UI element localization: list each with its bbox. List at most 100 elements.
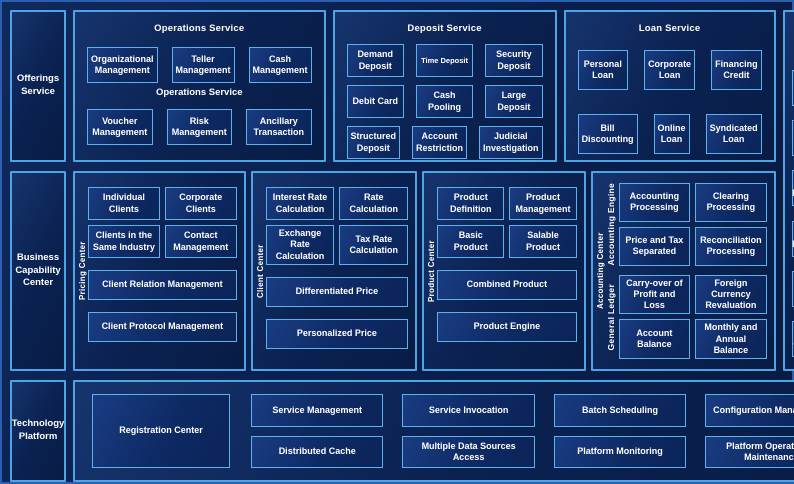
- product-center-panel: Product Center Product Definition Produc…: [422, 171, 586, 372]
- box-organizational-management: Organizational Management: [87, 47, 158, 83]
- box-voucher-management: Voucher Management: [87, 109, 153, 145]
- box-distributed-cache: Distributed Cache: [251, 435, 384, 469]
- box-batch-scheduling: Batch Scheduling: [553, 394, 687, 427]
- box-product-management: Product Management: [509, 187, 577, 220]
- box-exchange-rate-calculation: Exchange Rate Calculation: [265, 225, 335, 265]
- deposit-service-panel: Deposit Service Demand Deposit Time Depo…: [332, 10, 557, 162]
- accounting-engine-label: Accounting Engine: [605, 183, 616, 266]
- operations-service-title: Operations Service: [154, 23, 245, 34]
- client-center-panel: Client Center Interest Rate Calculation …: [250, 171, 418, 372]
- box-platform-operation-maintenance: Platform Operation & Maintenance: [705, 435, 794, 469]
- box-online-loan: Online Loan: [653, 114, 690, 154]
- box-basic-product: Basic Product: [437, 225, 505, 258]
- box-judicial-investigation: Judicial Investigation: [479, 126, 543, 159]
- pricing-center-content: Individual Clients Corporate Clients Cli…: [87, 178, 238, 364]
- box-foreign-currency-revaluation: Foreign Currency Revaluation: [695, 274, 767, 315]
- business-capability-row: Pricing Center Individual Clients Corpor…: [73, 171, 776, 372]
- box-security-deposit: Security Deposit: [485, 44, 543, 77]
- accounting-center-label: Accounting Center: [595, 232, 605, 310]
- loan-row-2: Bill Discounting Online Loan Syndicated …: [577, 114, 762, 154]
- box-client-relation-management: Client Relation Management: [88, 270, 237, 300]
- box-corporate-loan: Corporate Loan: [644, 50, 696, 90]
- box-rate-calculation: Rate Calculation: [339, 187, 409, 220]
- box-corporate-clients: Corporate Clients: [164, 187, 237, 220]
- box-carry-over-profit-loss: Carry-over of Profit and Loss: [618, 274, 691, 315]
- box-account-balance: Account Balance: [618, 319, 691, 360]
- business-capability-center-label: Business Capability Center: [15, 251, 61, 289]
- client-row-1: Interest Rate Calculation Rate Calculati…: [265, 187, 409, 220]
- box-product-definition: Product Definition: [437, 187, 505, 220]
- box-process-management: Process Management: [791, 220, 794, 257]
- box-product-engine: Product Engine: [437, 312, 577, 342]
- box-cash-management: Cash Management: [248, 47, 312, 83]
- client-row-2: Exchange Rate Calculation Tax Rate Calcu…: [265, 225, 409, 265]
- box-syndicated-loan: Syndicated Loan: [705, 114, 762, 154]
- box-demand-deposit: Demand Deposit: [346, 44, 404, 77]
- accounting-engine-group: Accounting Engine Accounting Processing …: [606, 183, 767, 266]
- box-account-restriction: Account Restriction: [412, 126, 468, 159]
- general-ledger-label: General Ledger: [605, 283, 616, 351]
- box-structured-deposit: Structured Deposit: [346, 126, 401, 159]
- client-center-content: Interest Rate Calculation Rate Calculati…: [265, 178, 410, 364]
- offerings-service-label: Offerings Service: [16, 73, 60, 97]
- box-configuration-management: Configuration Management: [705, 394, 794, 427]
- operations-service-sub-label: Operations Service: [155, 87, 243, 98]
- operations-row-2: Voucher Management Risk Management Ancil…: [87, 109, 312, 145]
- pricing-row-2: Clients in the Same Industry Contact Man…: [88, 225, 237, 258]
- box-personal-loan: Personal Loan: [577, 50, 629, 90]
- loan-row-1: Personal Loan Corporate Loan Financing C…: [577, 50, 762, 90]
- product-center-label: Product Center: [427, 240, 437, 303]
- accounting-engine-grid: Accounting Processing Clearing Processin…: [618, 183, 767, 266]
- pricing-row-1: Individual Clients Corporate Clients: [88, 187, 237, 220]
- box-multiple-data-sources-access: Multiple Data Sources Access: [402, 435, 535, 469]
- box-reconciliation-processing: Reconciliation Processing: [695, 226, 767, 266]
- box-parameter-release: Parameter Release: [791, 270, 794, 307]
- box-financing-credit: Financing Credit: [711, 50, 762, 90]
- box-bill-discounting: Bill Discounting: [577, 114, 638, 154]
- parameter-platform-panel: Parameter Platform Parameter Definition …: [782, 10, 794, 372]
- box-risk-management: Risk Management: [166, 109, 233, 145]
- box-tax-rate-calculation: Tax Rate Calculation: [339, 225, 409, 265]
- box-individual-clients: Individual Clients: [88, 187, 160, 220]
- product-center-content: Product Definition Product Management Ba…: [436, 178, 577, 364]
- deposit-service-title: Deposit Service: [407, 23, 482, 34]
- box-client-protocol-management: Client Protocol Management: [88, 312, 237, 342]
- box-time-deposit: Time Deposit: [415, 44, 474, 77]
- offerings-service-rail: Offerings Service: [10, 10, 66, 162]
- product-row-1: Product Definition Product Management: [437, 187, 577, 220]
- technology-platform-grid: Service Management Service Invocation Ba…: [251, 394, 794, 469]
- box-large-deposit: Large Deposit: [485, 85, 543, 118]
- general-ledger-group: General Ledger Carry-over of Profit and …: [605, 274, 767, 360]
- technology-platform-label: Technology Platform: [11, 418, 65, 443]
- accounting-center-content: Accounting Engine Accounting Processing …: [605, 178, 768, 364]
- box-salable-product: Salable Product: [509, 225, 577, 258]
- technology-platform-rail: Technology Platform: [10, 380, 66, 483]
- box-registration-center: Registration Center: [92, 394, 230, 469]
- box-differentiated-price: Differentiated Price: [265, 276, 409, 307]
- pricing-center-panel: Pricing Center Individual Clients Corpor…: [73, 171, 246, 372]
- box-teller-management: Teller Management: [171, 47, 235, 83]
- box-clients-same-industry: Clients in the Same Industry: [88, 225, 160, 258]
- box-interest-rate-calculation: Interest Rate Calculation: [265, 187, 335, 220]
- box-cash-pooling: Cash Pooling: [415, 85, 474, 118]
- box-clearing-processing: Clearing Processing: [695, 183, 767, 222]
- box-interface-definition: Interface Definition: [791, 120, 794, 157]
- box-service-invocation: Service Invocation: [402, 394, 535, 427]
- box-ancillary-transaction: Ancillary Transaction: [246, 109, 312, 145]
- box-contact-management: Contact Management: [164, 225, 237, 258]
- product-row-2: Basic Product Salable Product: [437, 225, 577, 258]
- deposit-row-1: Demand Deposit Time Deposit Security Dep…: [346, 44, 543, 77]
- box-parameter-definition: Parameter Definition: [791, 69, 794, 106]
- deposit-row-2: Debit Card Cash Pooling Large Deposit: [346, 85, 543, 118]
- client-center-label: Client Center: [255, 244, 265, 298]
- box-platform-monitoring: Platform Monitoring: [553, 435, 687, 469]
- loan-service-panel: Loan Service Personal Loan Corporate Loa…: [563, 10, 776, 162]
- box-price-and-tax-separated: Price and Tax Separated: [618, 226, 691, 266]
- general-ledger-grid: Carry-over of Profit and Loss Foreign Cu…: [618, 274, 767, 360]
- box-service-management: Service Management: [251, 394, 384, 427]
- technology-platform-panel: Registration Center Service Management S…: [73, 380, 794, 483]
- parameter-platform-list: Parameter Definition Interface Definitio…: [791, 62, 794, 361]
- box-change-management: Change Management: [791, 170, 794, 207]
- box-personalized-price: Personalized Price: [265, 318, 409, 349]
